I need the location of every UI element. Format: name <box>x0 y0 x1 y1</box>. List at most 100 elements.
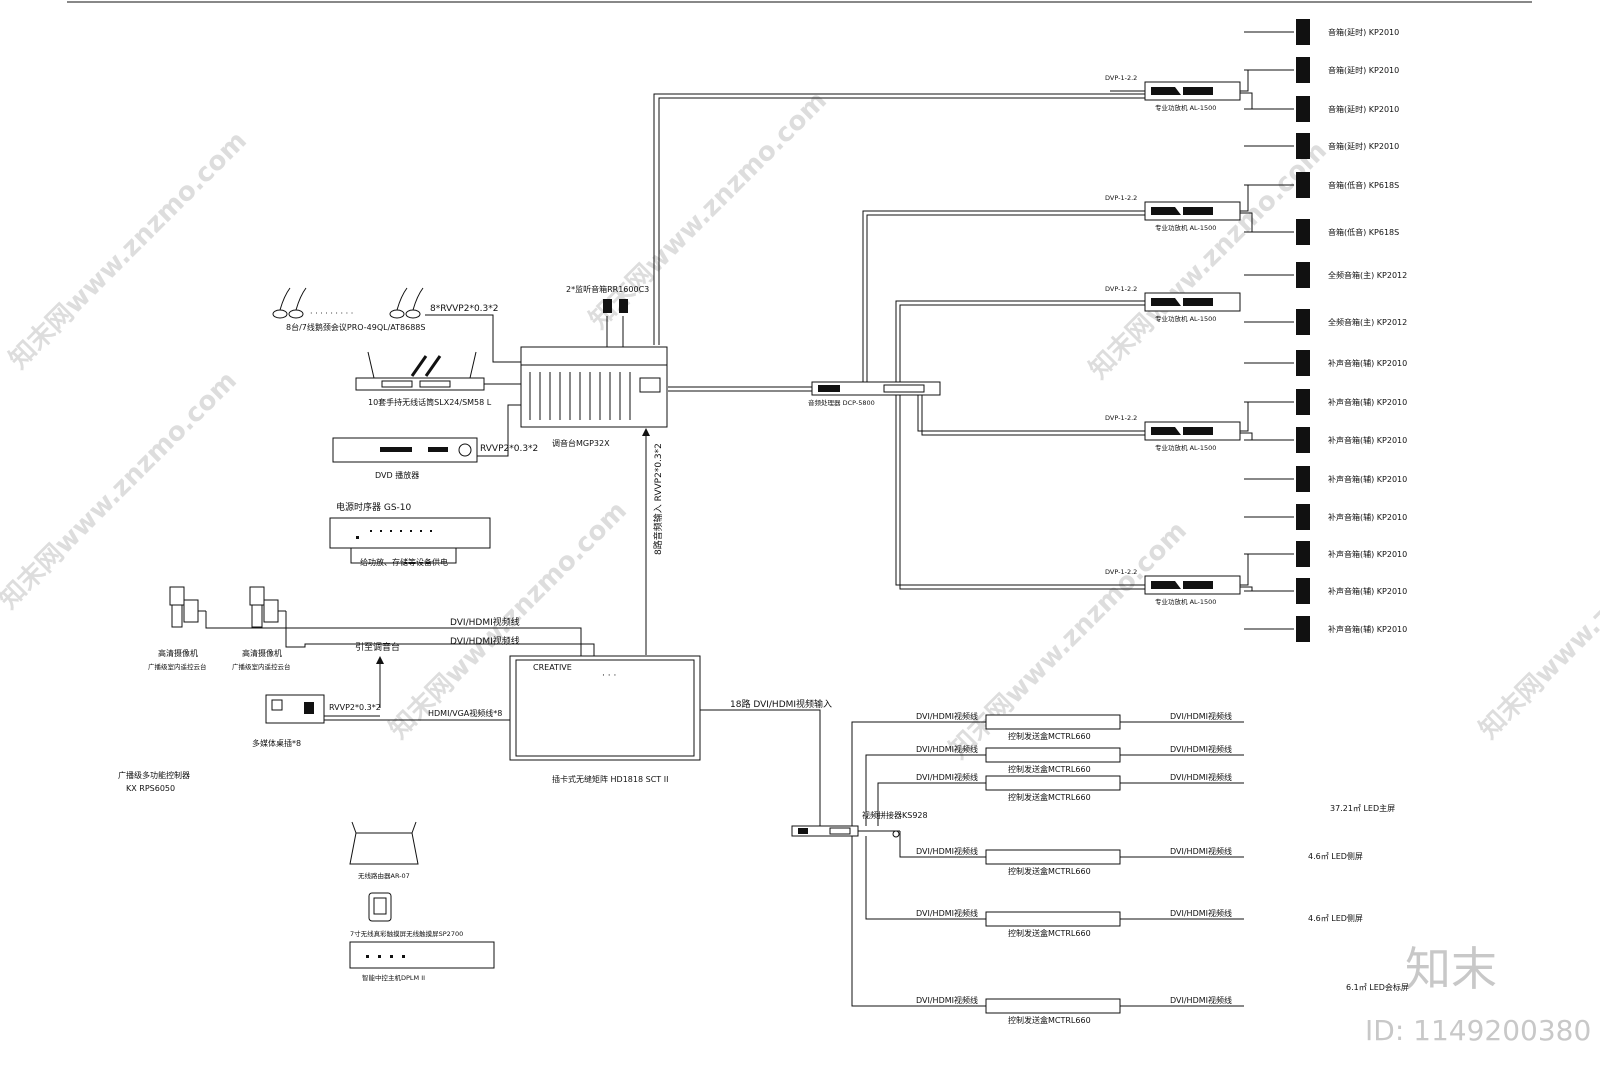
amp-in-label-2: DVP-1-2.2 <box>1105 194 1137 202</box>
amplifier-4: DVP-1-2.2 专业功放机 AL-1500 <box>1105 414 1241 452</box>
speaker-9 <box>1296 350 1310 376</box>
send-box-1 <box>985 714 1121 730</box>
speaker-label-14: 补声音箱(辅) KP2010 <box>1328 549 1407 559</box>
speaker-label-13: 补声音箱(辅) KP2010 <box>1328 512 1407 522</box>
dvi-label-cam2: DVI/HDMI视频线 <box>450 635 520 647</box>
amp-in-label-4: DVP-1-2.2 <box>1105 414 1137 422</box>
watermark-4: 知末网www.znzmo.com <box>584 86 833 335</box>
touch-screen: 7寸无线真彩触摸屏无线触摸屏SP2700 <box>350 892 463 938</box>
monitor-speaker-1 <box>603 299 612 313</box>
controller-model: KX RPS6050 <box>126 784 175 793</box>
router: 无线路由器AR-07 <box>349 821 419 880</box>
led-side1-label: 4.6㎡ LED侧屏 <box>1308 851 1363 861</box>
sequencer-label: 电源时序器 GS-10 <box>336 501 412 513</box>
dvd-player: DVD 播放器 RVVP2*0.3*2 <box>332 404 538 480</box>
speaker-label-3: 音箱(延时) KP2010 <box>1328 104 1399 114</box>
dvi-left-2: DVI/HDMI视频线 <box>916 744 978 754</box>
svg-text:· · ·: · · · <box>602 671 616 681</box>
speaker-feeds <box>1240 31 1294 630</box>
touch-label: 7寸无线真彩触摸屏无线触摸屏SP2700 <box>350 929 463 938</box>
processor-label: 音频处理器 DCP-5800 <box>808 398 875 407</box>
amp-in-label-3: DVP-1-2.2 <box>1105 285 1137 293</box>
rvvp-label: RVVP2*0.3*2 <box>480 444 538 454</box>
video-matrix: CREATIVE · · · 插卡式无缝矩阵 HD1818 SCT II 18路… <box>509 655 832 830</box>
amp-label-3: 专业功放机 AL-1500 <box>1155 314 1216 323</box>
wired-mics-label: 8台/7线鹅颈会议PRO-49QL/AT8688S <box>286 322 425 332</box>
wired-mics: · · · · · · · · · 8台/7线鹅颈会议PRO-49QL/AT86… <box>272 287 521 363</box>
speaker-label-5: 音箱(低音) KP618S <box>1328 180 1399 190</box>
led-sign-label: 6.1㎡ LED会标屏 <box>1346 982 1409 992</box>
speaker-10 <box>1296 389 1310 415</box>
dvi-right-6: DVI/HDMI视频线 <box>1170 995 1232 1005</box>
send-box-label-4: 控制发送盒MCTRL660 <box>1008 866 1091 876</box>
speaker-5 <box>1296 172 1310 198</box>
dvi-right-2: DVI/HDMI视频线 <box>1170 744 1232 754</box>
amp-in-label-5: DVP-1-2.2 <box>1105 568 1137 576</box>
central-label: 智能中控主机DPLM II <box>362 973 425 982</box>
speaker-8 <box>1296 309 1310 335</box>
speaker-2 <box>1296 57 1310 83</box>
controller-label: 广播级多功能控制器 <box>118 770 190 780</box>
dvi-right-3: DVI/HDMI视频线 <box>1170 772 1232 782</box>
speaker-label-10: 补声音箱(辅) KP2010 <box>1328 397 1407 407</box>
hdmi-vga-label: HDMI/VGA视频线*8 <box>428 708 502 718</box>
router-label: 无线路由器AR-07 <box>358 871 410 880</box>
power-sequencer: 电源时序器 GS-10 给功放、存储等设备供电 <box>329 501 491 567</box>
id-watermark: ID: 1149200380 <box>1365 1014 1591 1047</box>
speaker-label-7: 全频音箱(主) KP2012 <box>1328 270 1407 280</box>
wireless-mics-label: 10套手持无线话筒SLX24/SM58 L <box>368 397 492 407</box>
dvi-18-label: 18路 DVI/HDMI视频输入 <box>730 698 832 710</box>
send-box-6 <box>985 998 1121 1014</box>
speaker-label-12: 补声音箱(辅) KP2010 <box>1328 474 1407 484</box>
mixer-label: 调音台MGP32X <box>552 438 610 448</box>
amplifiers: DVP-1-2.2 专业功放机 AL-1500 DVP-1-2.2 专业功放机 … <box>1105 74 1241 606</box>
send-box-label-2: 控制发送盒MCTRL660 <box>1008 764 1091 774</box>
dvd-label: DVD 播放器 <box>375 470 419 480</box>
watermark-7: 知末网www.znzmo.com <box>1474 496 1600 745</box>
send-box-label-3: 控制发送盒MCTRL660 <box>1008 792 1091 802</box>
camera-2 <box>249 586 286 628</box>
watermark-1: 知末网www.znzmo.com <box>4 126 253 375</box>
send-box-5 <box>985 911 1121 927</box>
speaker-label-9: 补声音箱(辅) KP2010 <box>1328 358 1407 368</box>
audio-processor: 音频处理器 DCP-5800 <box>808 381 941 407</box>
processor-to-amp-lines <box>653 93 1145 590</box>
speaker-label-15: 补声音箱(辅) KP2010 <box>1328 586 1407 596</box>
dvi-left-5: DVI/HDMI视频线 <box>916 908 978 918</box>
cameras: 高清摄像机 广播级室内遥控云台 高清摄像机 广播级室内遥控云台 DVI/HDMI… <box>148 586 595 671</box>
dvi-left-6: DVI/HDMI视频线 <box>916 995 978 1005</box>
camera-1 <box>169 586 206 628</box>
dvi-left-4: DVI/HDMI视频线 <box>916 846 978 856</box>
mixer: 调音台MGP32X <box>520 346 668 448</box>
audio-in-label: 8路音频输入 RVVP2*0.3*2 <box>652 443 664 555</box>
matrix-label: 插卡式无缝矩阵 HD1818 SCT II <box>552 774 668 784</box>
camera-2-note: 广播级室内遥控云台 <box>232 662 291 671</box>
speaker-1 <box>1296 19 1310 45</box>
speaker-3 <box>1296 96 1310 122</box>
monitor-speaker-2 <box>619 299 628 313</box>
send-box-label-6: 控制发送盒MCTRL660 <box>1008 1015 1091 1025</box>
camera-2-label: 高清摄像机 <box>242 648 282 658</box>
speaker-14 <box>1296 541 1310 567</box>
cable-label: 8*RVVP2*0.3*2 <box>430 304 499 314</box>
camera-1-note: 广播级室内遥控云台 <box>148 662 207 671</box>
video-splicer: 视频拼接器KS928 <box>791 810 928 838</box>
speaker-label-11: 补声音箱(辅) KP2010 <box>1328 435 1407 445</box>
speaker-label-16: 补声音箱(辅) KP2010 <box>1328 624 1407 634</box>
speaker-13 <box>1296 504 1310 530</box>
matrix-brand: CREATIVE <box>533 663 572 672</box>
dvi-left-3: DVI/HDMI视频线 <box>916 772 978 782</box>
send-boxes: 控制发送盒MCTRL660 控制发送盒MCTRL660 控制发送盒MCTRL66… <box>916 711 1232 1025</box>
speaker-label-2: 音箱(延时) KP2010 <box>1328 65 1399 75</box>
led-main-label: 37.21㎡ LED主屏 <box>1330 803 1395 813</box>
amp-label-4: 专业功放机 AL-1500 <box>1155 443 1216 452</box>
dvi-right-4: DVI/HDMI视频线 <box>1170 846 1232 856</box>
media-box: 引至调音台 RVVP2*0.3*2 多媒体桌插*8 HDMI/VGA视频线*8 <box>252 641 510 748</box>
to-mixer-label: 引至调音台 <box>355 641 400 653</box>
splicer-label: 视频拼接器KS928 <box>862 810 928 820</box>
led-branch-lines <box>851 721 1244 1007</box>
monitors-label: 2*监听音箱RR1600C3 <box>566 284 649 294</box>
speaker-label-1: 音箱(延时) KP2010 <box>1328 27 1399 37</box>
send-box-label-5: 控制发送盒MCTRL660 <box>1008 928 1091 938</box>
